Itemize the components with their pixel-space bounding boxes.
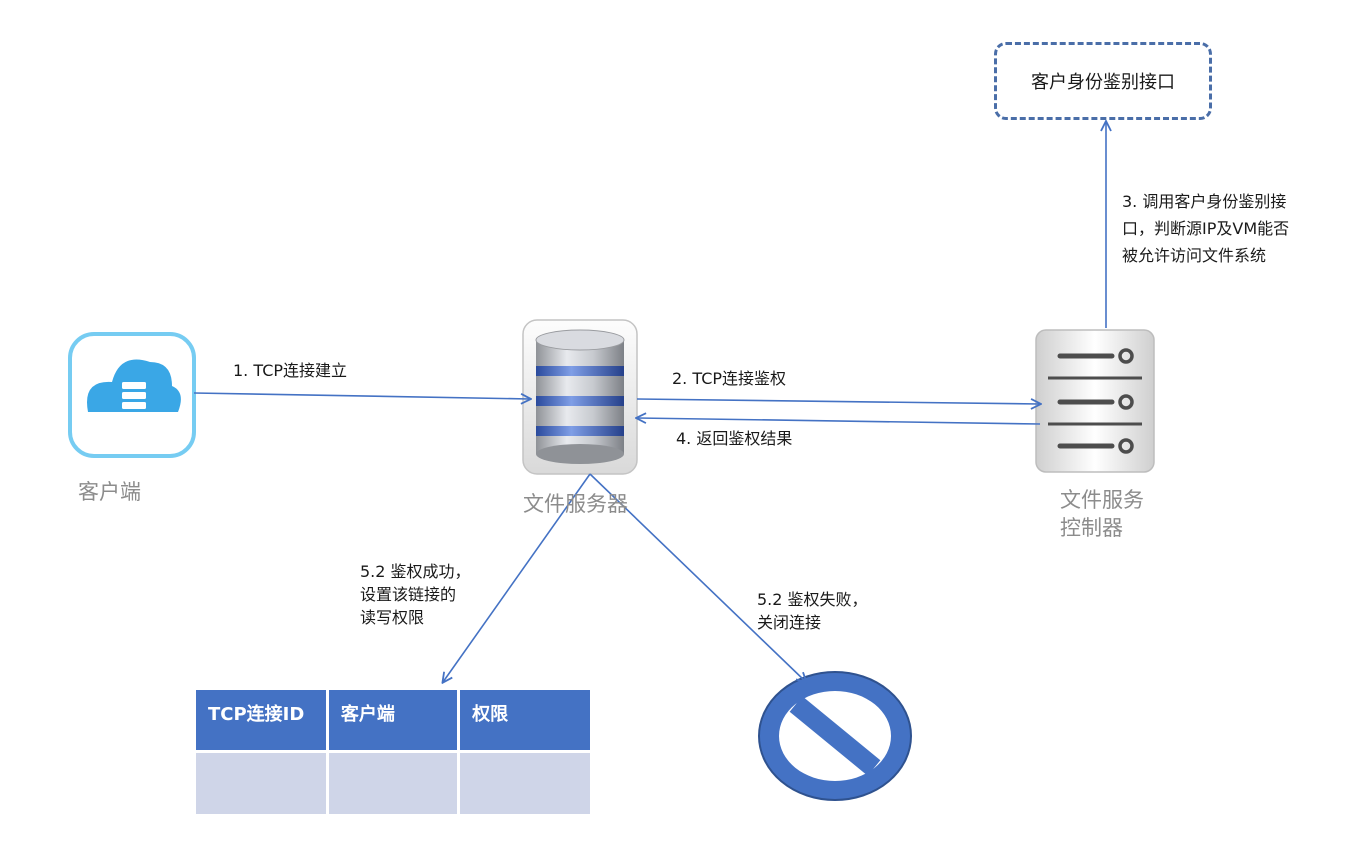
arrow-success — [443, 473, 591, 682]
table-cell — [327, 750, 461, 814]
auth-interface-box: 客户身份鉴别接口 — [994, 42, 1212, 120]
permission-table: TCP连接ID 客户端 权限 — [196, 690, 590, 814]
auth-interface-label: 客户身份鉴别接口 — [1031, 72, 1175, 93]
arrow-fail — [589, 473, 806, 682]
table-row — [196, 750, 590, 814]
client-label: 客户端 — [78, 480, 141, 504]
table-cell — [458, 750, 590, 814]
table-cell — [196, 750, 329, 814]
arrow-step2 — [636, 399, 1040, 404]
step5-fail-label: 5.2 鉴权失败， 关闭连接 — [757, 590, 868, 632]
controller-label: 文件服务 控制器 — [1060, 488, 1144, 540]
arrow-step4 — [637, 418, 1041, 425]
step3-label: 3. 调用客户身份鉴别接 口，判断源IP及VM能否 被允许访问文件系统 — [1122, 192, 1290, 265]
deny-icon — [758, 671, 912, 801]
step1-label: 1. TCP连接建立 — [233, 361, 348, 380]
step2-label: 2. TCP连接鉴权 — [672, 369, 787, 388]
table-header-permission: 权限 — [458, 690, 590, 752]
table-header-row: TCP连接ID 客户端 权限 — [196, 690, 590, 752]
step5-success-label: 5.2 鉴权成功， 设置该链接的 读写权限 — [360, 562, 471, 627]
table-header-connection-id: TCP连接ID — [196, 690, 329, 752]
database-server-icon — [522, 319, 638, 475]
controller-server-icon — [1035, 329, 1155, 473]
step4-label: 4. 返回鉴权结果 — [676, 429, 793, 448]
arrow-step1 — [193, 392, 530, 399]
table-header-client: 客户端 — [327, 690, 461, 752]
file-server-label: 文件服务器 — [523, 492, 628, 516]
cloud-server-icon — [68, 332, 196, 458]
